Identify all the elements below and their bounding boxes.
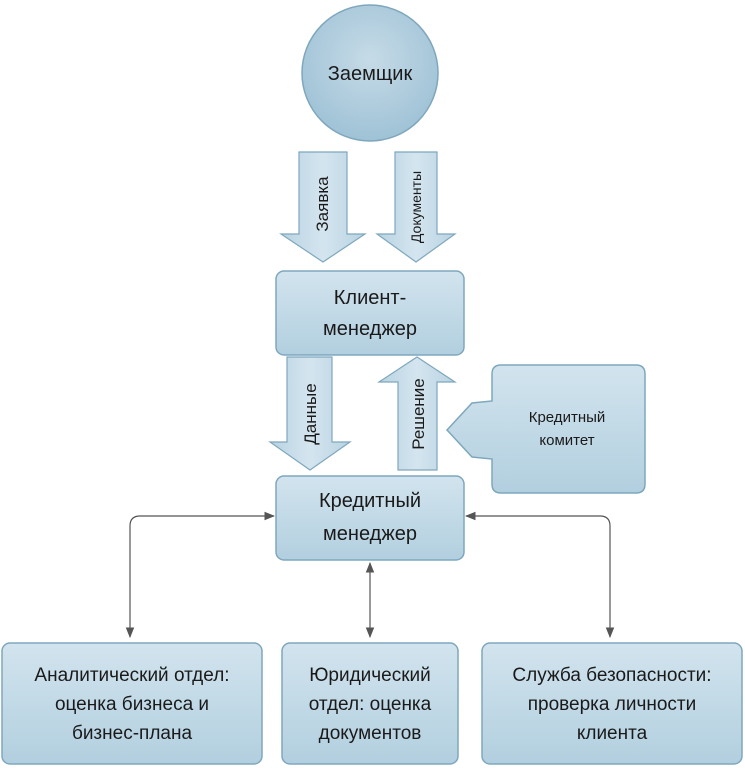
credit-manager-node <box>275 475 465 561</box>
legal-label-line3: документов <box>319 723 422 744</box>
data-label: Данные <box>301 383 320 444</box>
client-manager-label-line1: Клиент- <box>334 287 406 309</box>
borrower-label: Заемщик <box>328 63 413 85</box>
security-node <box>481 642 743 765</box>
application-arrow <box>279 151 367 263</box>
credit-committee-node <box>445 364 646 494</box>
documents-arrow <box>375 151 457 263</box>
connector-security <box>464 511 615 639</box>
security-label-line2: проверка личности <box>528 694 697 715</box>
security-label-line1: Служба безопасности: <box>512 665 711 686</box>
credit-committee-label-line2: комитет <box>539 432 594 449</box>
analytics-node <box>1 642 263 765</box>
credit-committee-label-line1: Кредитный <box>529 409 606 426</box>
legal-label-line2: отдел: оценка <box>309 694 432 715</box>
analytics-label-line3: бизнес-плана <box>72 723 193 744</box>
analytics-label-line1: Аналитический отдел: <box>34 665 229 686</box>
application-label: Заявка <box>313 176 332 232</box>
documents-label: Документы <box>408 171 424 243</box>
client-manager-node <box>275 270 465 356</box>
borrower-node <box>301 4 439 142</box>
legal-node <box>281 642 459 765</box>
security-label-line3: клиента <box>577 723 648 744</box>
client-manager-label-line2: менеджер <box>323 318 417 340</box>
credit-manager-label-line1: Кредитный <box>319 490 421 512</box>
analytics-label-line2: оценка бизнеса и <box>55 694 209 715</box>
connector-analytics <box>125 511 276 639</box>
decision-label: Решение <box>409 378 428 449</box>
decision-arrow <box>376 356 458 471</box>
legal-label-line1: Юридический <box>309 665 431 686</box>
credit-manager-label-line2: менеджер <box>323 523 417 545</box>
data-arrow <box>268 356 352 471</box>
